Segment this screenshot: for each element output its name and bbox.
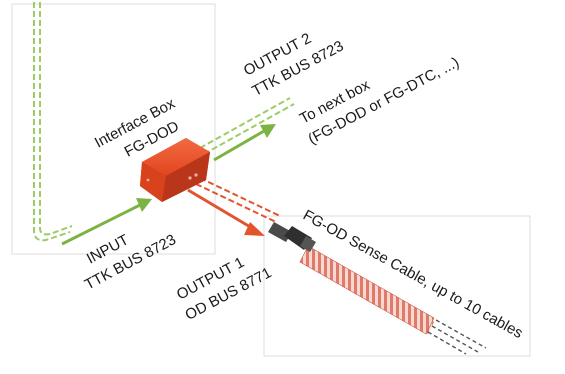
input-bus-cable bbox=[33, 2, 73, 242]
output1-bus-cable bbox=[195, 177, 281, 223]
left-frame bbox=[11, 3, 216, 255]
output2-bus-cable bbox=[199, 97, 295, 155]
sense-cable-icon bbox=[268, 222, 487, 355]
interface-box-icon bbox=[140, 138, 210, 202]
output2-arrow-icon bbox=[213, 124, 276, 162]
input-arrow-icon bbox=[61, 198, 152, 246]
output1-arrow-icon bbox=[187, 188, 265, 236]
cable-frame bbox=[263, 215, 531, 357]
